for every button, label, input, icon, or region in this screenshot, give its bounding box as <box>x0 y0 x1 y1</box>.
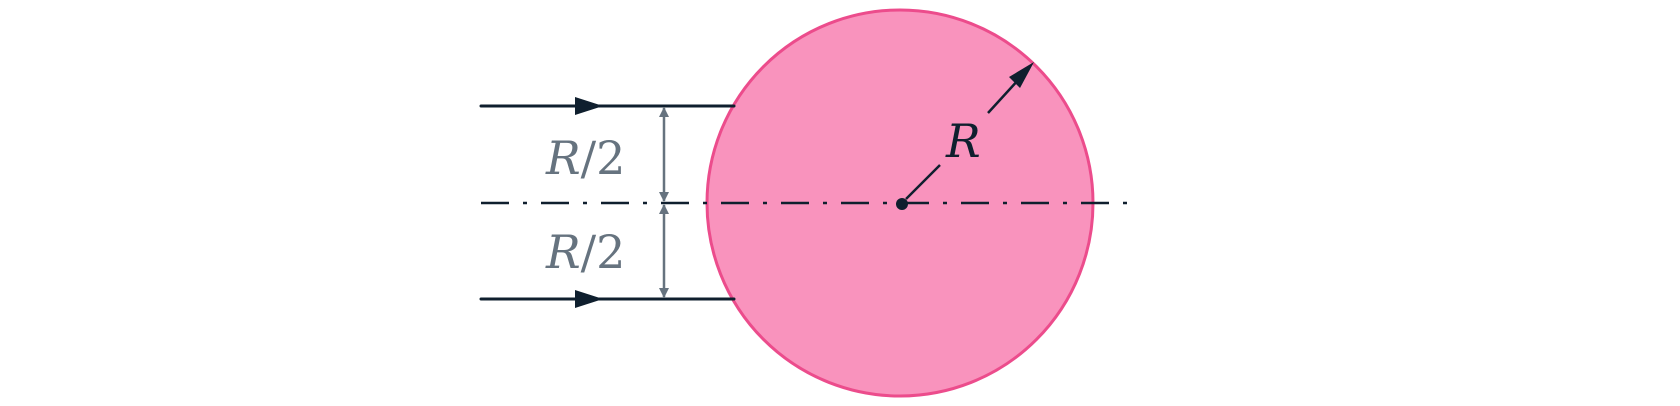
lower-offset-label: R/2 <box>545 225 625 279</box>
lower-ray-arrowhead <box>575 290 603 308</box>
upper-incident-ray <box>479 97 736 115</box>
radius-arrow <box>905 62 1034 200</box>
upper-offset-label: R/2 <box>545 131 625 185</box>
radius-label: R <box>945 114 981 168</box>
upper-ray-arrowhead <box>575 97 603 115</box>
radius-arrowhead <box>1009 62 1034 88</box>
sphere-center <box>896 198 908 210</box>
lower-incident-ray <box>479 290 736 308</box>
